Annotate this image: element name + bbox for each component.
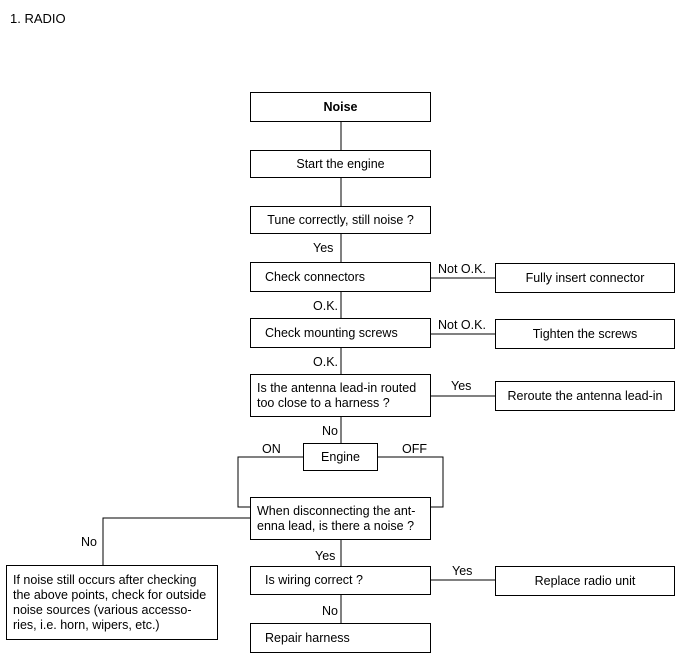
replace-label: Replace radio unit (534, 573, 636, 588)
ok-label-connectors: O.K. (313, 299, 339, 313)
noise-box: Noise (250, 92, 431, 122)
disconnect-question-line-1: When disconnecting the ant- (257, 503, 416, 518)
yes-label-disconnect: Yes (315, 549, 336, 563)
outside-noise-line-2: the above points, check for outside (13, 587, 207, 602)
repair-label: Repair harness (265, 630, 350, 645)
start-engine-label: Start the engine (296, 156, 385, 171)
off-label: OFF (402, 442, 427, 456)
antenna-question-line-1: Is the antenna lead-in routed (257, 380, 417, 395)
outside-noise-line-1: If noise still occurs after checking (13, 572, 197, 587)
reroute-box: Reroute the antenna lead-in (495, 381, 675, 411)
tune-box: Tune correctly, still noise ? (250, 206, 431, 234)
yes-label-tune: Yes (313, 241, 334, 255)
tighten-label: Tighten the screws (532, 326, 638, 341)
yes-label-wiring: Yes (452, 564, 473, 578)
fully-insert-box: Fully insert connector (495, 263, 675, 293)
check-screws-label: Check mounting screws (265, 325, 398, 340)
wiring-question-label: Is wiring correct ? (265, 573, 363, 587)
yes-label-antenna: Yes (451, 379, 472, 393)
ok-label-screws: O.K. (313, 355, 339, 369)
repair-box: Repair harness (250, 623, 431, 653)
page-title: 1. RADIO (10, 11, 66, 26)
check-connectors-label: Check connectors (265, 269, 366, 284)
reroute-label: Reroute the antenna lead-in (507, 388, 663, 403)
not-ok-label-screws: Not O.K. (438, 318, 486, 332)
engine-label: Engine (321, 449, 360, 464)
outside-noise-box: If noise still occurs after checking the… (6, 565, 218, 640)
no-label-disconnect: No (81, 535, 97, 549)
wiring-question-box: Is wiring correct ? (250, 566, 431, 595)
disconnect-question-box: When disconnecting the ant- enna lead, i… (250, 497, 431, 540)
fully-insert-label: Fully insert connector (525, 270, 645, 285)
on-label: ON (262, 442, 281, 456)
check-screws-box: Check mounting screws (250, 318, 431, 348)
start-engine-box: Start the engine (250, 150, 431, 178)
noise-label: Noise (323, 99, 358, 114)
check-connectors-box: Check connectors (250, 262, 431, 292)
outside-noise-line-4: ries, i.e. horn, wipers, etc.) (13, 617, 160, 632)
disconnect-question-line-2: enna lead, is there a noise ? (257, 518, 415, 533)
replace-box: Replace radio unit (495, 566, 675, 596)
antenna-question-line-2: too close to a harness ? (257, 395, 390, 410)
tighten-box: Tighten the screws (495, 319, 675, 349)
engine-box: Engine (303, 443, 378, 471)
tune-label: Tune correctly, still noise ? (267, 212, 414, 227)
no-label-antenna: No (322, 424, 338, 438)
outside-noise-line-3: noise sources (various accesso- (13, 602, 192, 617)
no-label-wiring: No (322, 604, 338, 618)
antenna-question-box: Is the antenna lead-in routed too close … (250, 374, 431, 417)
not-ok-label-connectors: Not O.K. (438, 262, 486, 276)
